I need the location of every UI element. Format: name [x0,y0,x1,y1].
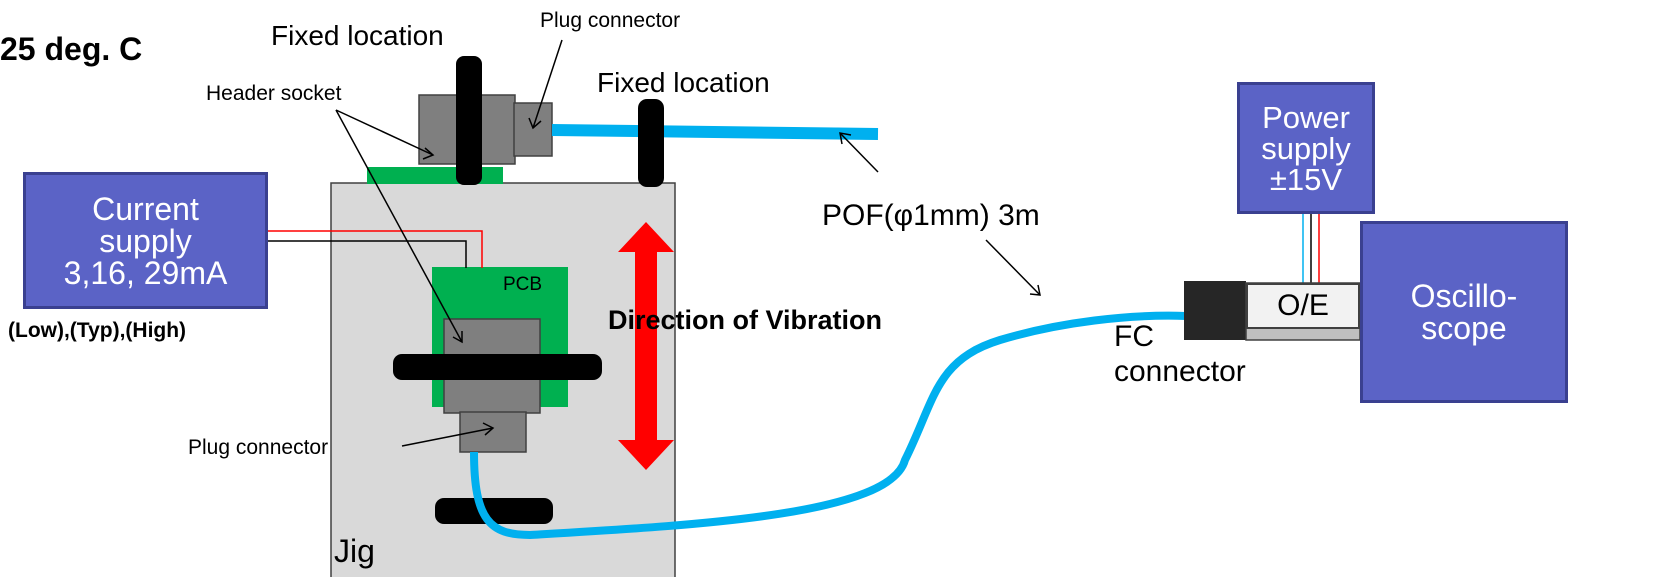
bottom-clamp-bar [435,498,553,524]
top-fixed-clamp [456,56,482,185]
oe-box: O/E [1246,283,1360,329]
oe-label: O/E [1277,289,1329,322]
header-socket-label: Header socket [206,82,342,105]
second-fixed-clamp [638,99,664,187]
plug-connector-top-label: Plug connector [540,9,681,32]
red-wire [268,230,483,268]
power-supply-line3: ±15V [1269,161,1343,197]
fiber-top [551,124,879,140]
direction-label: Direction of Vibration [608,305,883,335]
oscilloscope-line2: scope [1421,310,1507,346]
current-supply-box: Current supply 3,16, 29mA [23,172,268,309]
middle-clamp-bar [393,354,602,380]
fc-connector-label-2: connector [1114,355,1246,388]
plug-connector-bottom-label: Plug connector [188,436,329,459]
pointer-lines [335,39,1041,447]
power-supply-line1: Power [1262,99,1350,135]
jig-label: Jig [334,533,375,569]
current-levels-label: (Low),(Typ),(High) [8,319,187,342]
fc-connector-label-1: FC [1114,320,1154,353]
top-plug-connector [513,102,553,157]
fc-connector-body [1184,281,1246,340]
fixed-location-label-1: Fixed location [271,20,444,51]
pcb-label: PCB [503,274,543,295]
fiber-bottom [470,311,1187,540]
top-board [367,167,503,184]
vibration-arrow [618,222,674,470]
fixed-location-label-2: Fixed location [597,67,770,98]
pof-label: POF(φ1mm) 3m [822,199,1040,232]
oscilloscope-box: Oscillo- scope [1360,221,1568,403]
power-supply-line2: supply [1261,130,1351,166]
temperature-label: 25 deg. C [0,31,143,67]
black-wire [268,240,467,268]
current-supply-line1: Current [92,190,199,227]
oscilloscope-line1: Oscillo- [1410,278,1518,314]
power-supply-box: Power supply ±15V [1237,82,1375,214]
current-supply-line2: supply [99,222,192,259]
current-supply-line3: 3,16, 29mA [63,254,228,291]
